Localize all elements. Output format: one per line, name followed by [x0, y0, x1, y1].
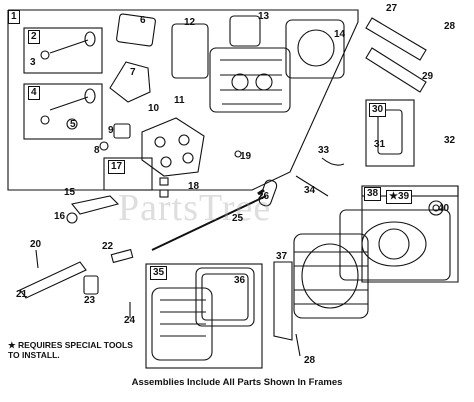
frame-2-outline: [23, 27, 103, 74]
part-label-19: 19: [240, 151, 252, 162]
part-label-28-top: 28: [444, 21, 456, 32]
part-label-21: 21: [16, 289, 28, 300]
watermark-text: PartsTree: [118, 187, 272, 229]
frame-17-outline: [103, 157, 153, 191]
part-label-23: 23: [84, 295, 96, 306]
part-label-33: 33: [318, 145, 330, 156]
frame-38-label: 38: [364, 187, 382, 201]
part-label-28-bottom: 28: [304, 355, 316, 366]
part-label-37: 37: [276, 251, 288, 262]
part-label-13: 13: [258, 11, 270, 22]
frame-17-label: 17: [108, 160, 126, 174]
frame-2-label: 2: [28, 30, 40, 44]
part-label-5: 5: [70, 119, 76, 130]
part-label-16: 16: [54, 211, 66, 222]
part-label-32: 32: [444, 135, 456, 146]
part-label-10: 10: [148, 103, 160, 114]
part-label-11: 11: [174, 95, 185, 106]
special-tools-note: ★ REQUIRES SPECIAL TOOLS TO INSTALL.: [8, 340, 133, 360]
part-label-27: 27: [386, 3, 398, 14]
part-label-14: 14: [334, 29, 346, 40]
part-label-24: 24: [124, 315, 136, 326]
part-label-26: 26: [258, 191, 270, 202]
part-label-22: 22: [102, 241, 114, 252]
part-label-29: 29: [422, 71, 434, 82]
frame-1-label: 1: [8, 10, 20, 24]
frame-1-outline: [7, 9, 359, 191]
frame-35-label: 35: [150, 266, 168, 280]
part-label-25: 25: [232, 213, 244, 224]
part-label-8: 8: [94, 145, 100, 156]
footer-caption: Assemblies Include All Parts Shown In Fr…: [131, 377, 343, 388]
part-label-3: 3: [30, 57, 36, 68]
part-label-36: 36: [234, 275, 246, 286]
frame-4-outline: [23, 83, 103, 140]
part-label-18: 18: [188, 181, 200, 192]
part-label-9: 9: [108, 125, 114, 136]
part-label-6: 6: [140, 15, 146, 26]
frame-30-outline: [365, 99, 415, 167]
part-label-40: 40: [438, 203, 450, 214]
frame-35-outline: [145, 263, 263, 369]
frame-4-label: 4: [28, 86, 40, 100]
part-label-15: 15: [64, 187, 76, 198]
part-label-34: 34: [304, 185, 316, 196]
part-label-12: 12: [184, 17, 196, 28]
part-label-20: 20: [30, 239, 42, 250]
special-tool-39-label: ★39: [386, 190, 413, 204]
part-label-31: 31: [374, 139, 386, 150]
part-label-7: 7: [130, 67, 136, 78]
frame-30-label: 30: [369, 103, 387, 117]
